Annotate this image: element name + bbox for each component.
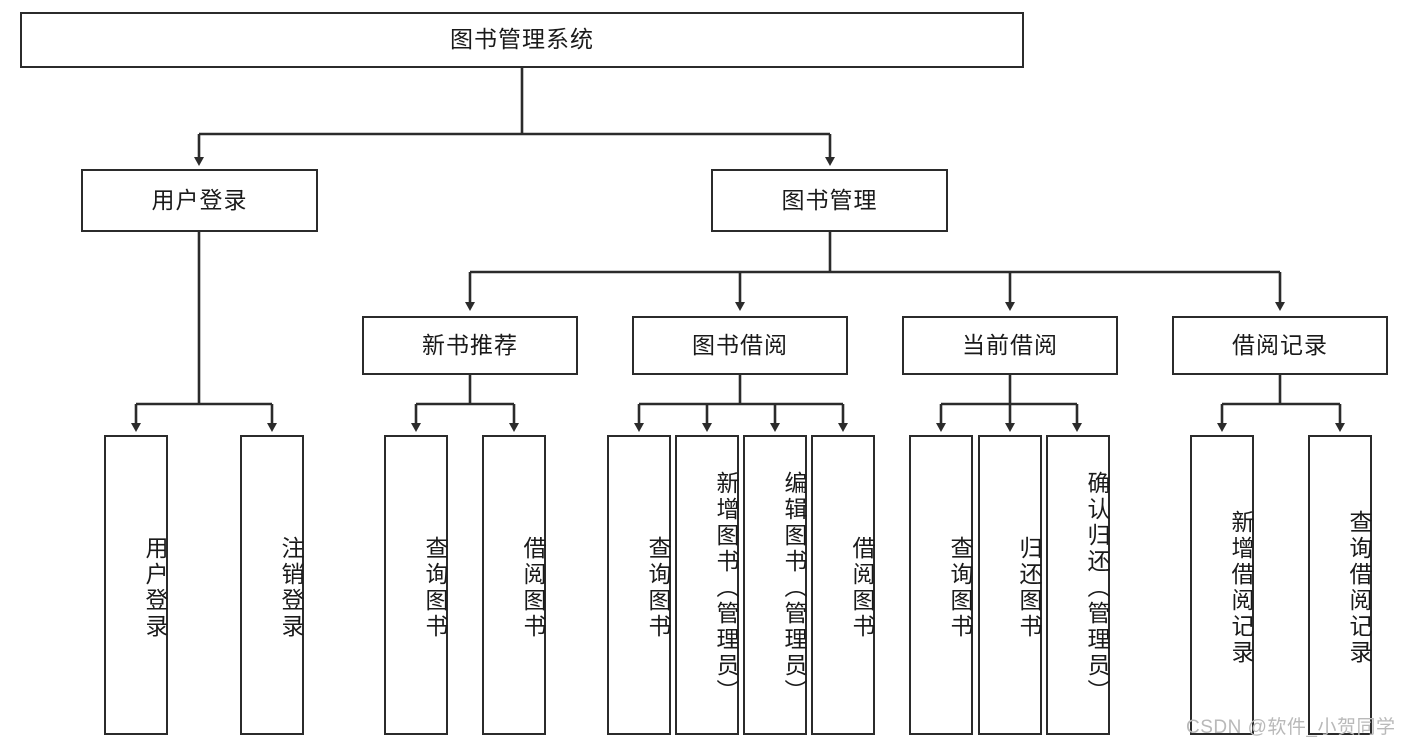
- leaf-book-borrow-borrow[interactable]: 借阅图书: [811, 435, 875, 735]
- watermark: CSDN @软件_小贺同学: [1186, 717, 1396, 738]
- leaf-book-borrow-edit[interactable]: 编辑图书（管理员）: [743, 435, 807, 735]
- leaf-label: 用户登录: [142, 536, 168, 640]
- node-book-borrow-label: 图书借阅: [692, 331, 788, 358]
- leaf-borrow-record-add[interactable]: 新增借阅记录: [1190, 435, 1254, 735]
- node-book-management[interactable]: 图书管理: [711, 169, 948, 232]
- node-root-label: 图书管理系统: [450, 26, 594, 53]
- leaf-label: 借阅图书: [520, 536, 546, 640]
- leaf-label: 借阅图书: [849, 536, 875, 640]
- node-new-book-recommend[interactable]: 新书推荐: [362, 316, 578, 375]
- node-root[interactable]: 图书管理系统: [20, 12, 1024, 68]
- leaf-new-book-borrow[interactable]: 借阅图书: [482, 435, 546, 735]
- leaf-book-borrow-query[interactable]: 查询图书: [607, 435, 671, 735]
- leaf-label: 新增借阅记录: [1228, 510, 1254, 666]
- leaf-label: 注销登录: [278, 536, 304, 640]
- leaf-label: 查询图书: [422, 536, 448, 640]
- leaf-label: 查询图书: [645, 536, 671, 640]
- leaf-label: 确认归还（管理员）: [1084, 471, 1110, 705]
- leaf-current-borrow-return[interactable]: 归还图书: [978, 435, 1042, 735]
- leaf-label: 归还图书: [1016, 536, 1042, 640]
- node-book-management-label: 图书管理: [781, 186, 878, 213]
- node-current-borrow-label: 当前借阅: [962, 331, 1058, 358]
- node-current-borrow[interactable]: 当前借阅: [902, 316, 1118, 375]
- leaf-label: 编辑图书（管理员）: [781, 471, 807, 705]
- leaf-borrow-record-query[interactable]: 查询借阅记录: [1308, 435, 1372, 735]
- leaf-current-borrow-query[interactable]: 查询图书: [909, 435, 973, 735]
- leaf-user-login-signin[interactable]: 用户登录: [104, 435, 168, 735]
- node-user-login[interactable]: 用户登录: [81, 169, 318, 232]
- node-book-borrow[interactable]: 图书借阅: [632, 316, 848, 375]
- leaf-label: 新增图书（管理员）: [713, 471, 739, 705]
- leaf-book-borrow-add[interactable]: 新增图书（管理员）: [675, 435, 739, 735]
- node-new-book-recommend-label: 新书推荐: [422, 331, 518, 358]
- node-borrow-record[interactable]: 借阅记录: [1172, 316, 1388, 375]
- node-user-login-label: 用户登录: [151, 186, 248, 213]
- node-borrow-record-label: 借阅记录: [1232, 331, 1328, 358]
- leaf-user-login-signout[interactable]: 注销登录: [240, 435, 304, 735]
- leaf-label: 查询借阅记录: [1346, 510, 1372, 666]
- leaf-label: 查询图书: [947, 536, 973, 640]
- leaf-current-borrow-confirm-return[interactable]: 确认归还（管理员）: [1046, 435, 1110, 735]
- leaf-new-book-query[interactable]: 查询图书: [384, 435, 448, 735]
